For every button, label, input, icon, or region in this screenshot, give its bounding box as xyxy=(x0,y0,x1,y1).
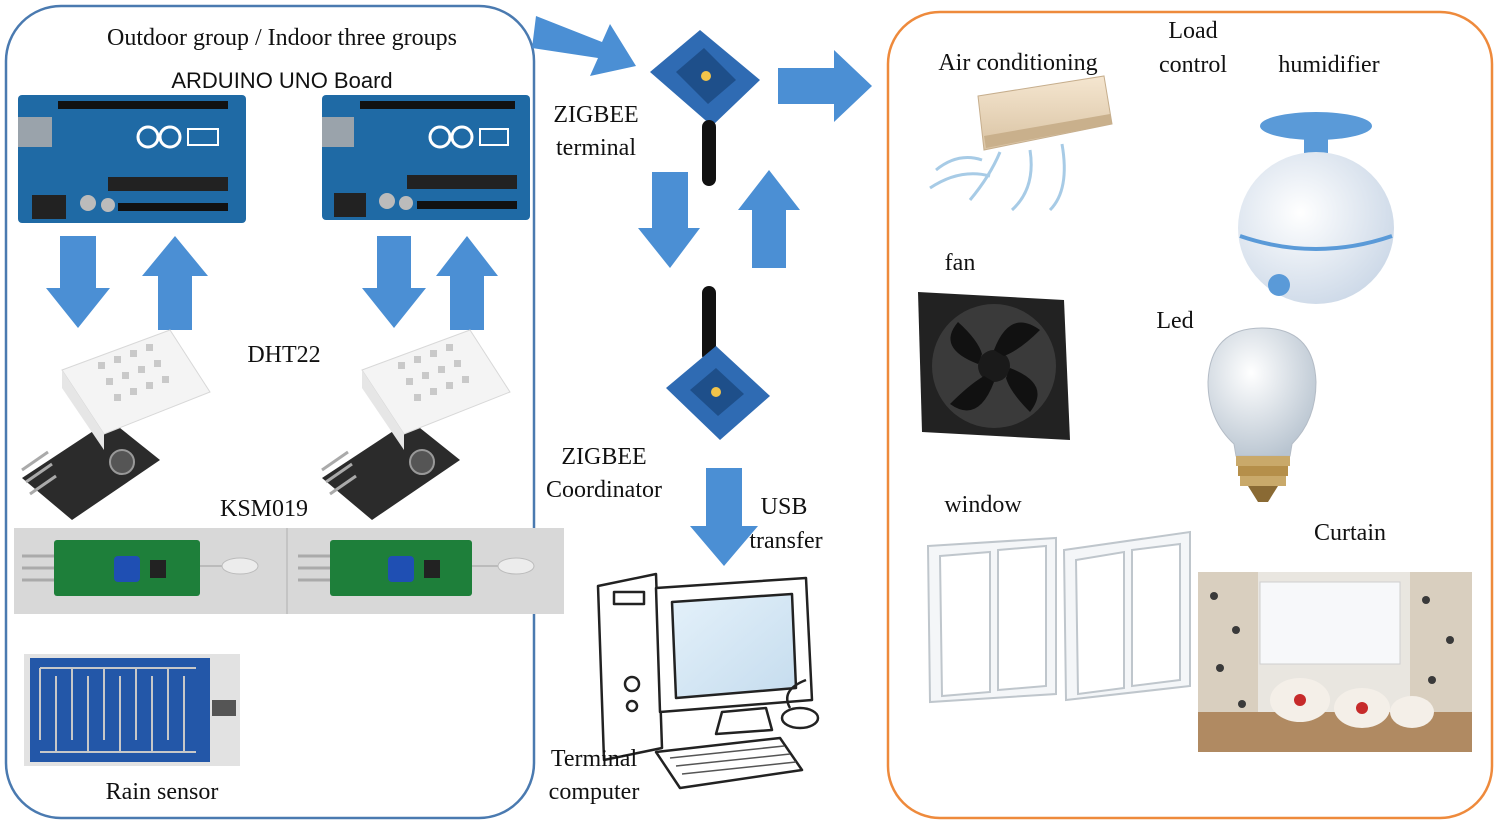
air-conditioning-label: Air conditioning xyxy=(938,50,1097,76)
sensor-group-title: Outdoor group / Indoor three groups xyxy=(107,25,457,51)
terminal-computer-label-2: computer xyxy=(549,779,640,805)
load-control-label-2: control xyxy=(1159,52,1227,78)
curtain-label: Curtain xyxy=(1314,520,1386,546)
fan-label: fan xyxy=(945,250,976,276)
zigbee-terminal-label-2: terminal xyxy=(556,135,636,161)
ksm019-modules xyxy=(14,528,564,614)
dht22-label: DHT22 xyxy=(247,342,320,368)
ksm019-label: KSM019 xyxy=(220,496,308,522)
zigbee-terminal-module xyxy=(650,30,760,186)
usb-transfer-label-2: transfer xyxy=(749,528,822,554)
rain-sensor-board xyxy=(24,654,240,766)
load-control-label-1: Load xyxy=(1168,18,1217,44)
usb-transfer-label-1: USB xyxy=(761,494,808,520)
terminal-computer xyxy=(596,572,820,790)
arrow-down xyxy=(690,468,758,566)
arrow-up xyxy=(738,170,800,268)
dht22-sensor xyxy=(21,329,211,520)
arrow-right xyxy=(532,16,636,76)
arrow-down xyxy=(362,236,426,328)
zigbee-coordinator-module xyxy=(666,286,770,440)
arrow-up xyxy=(142,236,208,330)
humidifier xyxy=(1238,112,1394,304)
curtain-room xyxy=(1198,572,1472,752)
rain-sensor-label: Rain sensor xyxy=(106,779,219,805)
arrow-down xyxy=(638,172,700,268)
sensor-group-box xyxy=(4,4,536,820)
led-label: Led xyxy=(1156,308,1193,334)
led-bulb xyxy=(1207,327,1317,502)
window-label: window xyxy=(944,492,1022,518)
air-conditioner xyxy=(929,75,1113,212)
arduino-uno-board xyxy=(322,95,530,220)
dht22-sensor xyxy=(321,329,511,520)
arrow-up xyxy=(436,236,498,330)
arduino-uno-board xyxy=(18,95,246,223)
arduino-board-label: ARDUINO UNO Board xyxy=(171,68,392,93)
cooling-fan xyxy=(918,292,1070,440)
zigbee-coordinator-label-1: ZIGBEE xyxy=(561,444,646,470)
humidifier-label: humidifier xyxy=(1278,52,1379,78)
zigbee-terminal-label-1: ZIGBEE xyxy=(553,102,638,128)
terminal-computer-label-1: Terminal xyxy=(551,746,638,772)
zigbee-coordinator-label-2: Coordinator xyxy=(546,477,662,503)
window-frames xyxy=(926,530,1191,704)
arrow-down xyxy=(46,236,110,328)
load-control-box xyxy=(886,10,1494,820)
arrow-right xyxy=(778,50,872,122)
